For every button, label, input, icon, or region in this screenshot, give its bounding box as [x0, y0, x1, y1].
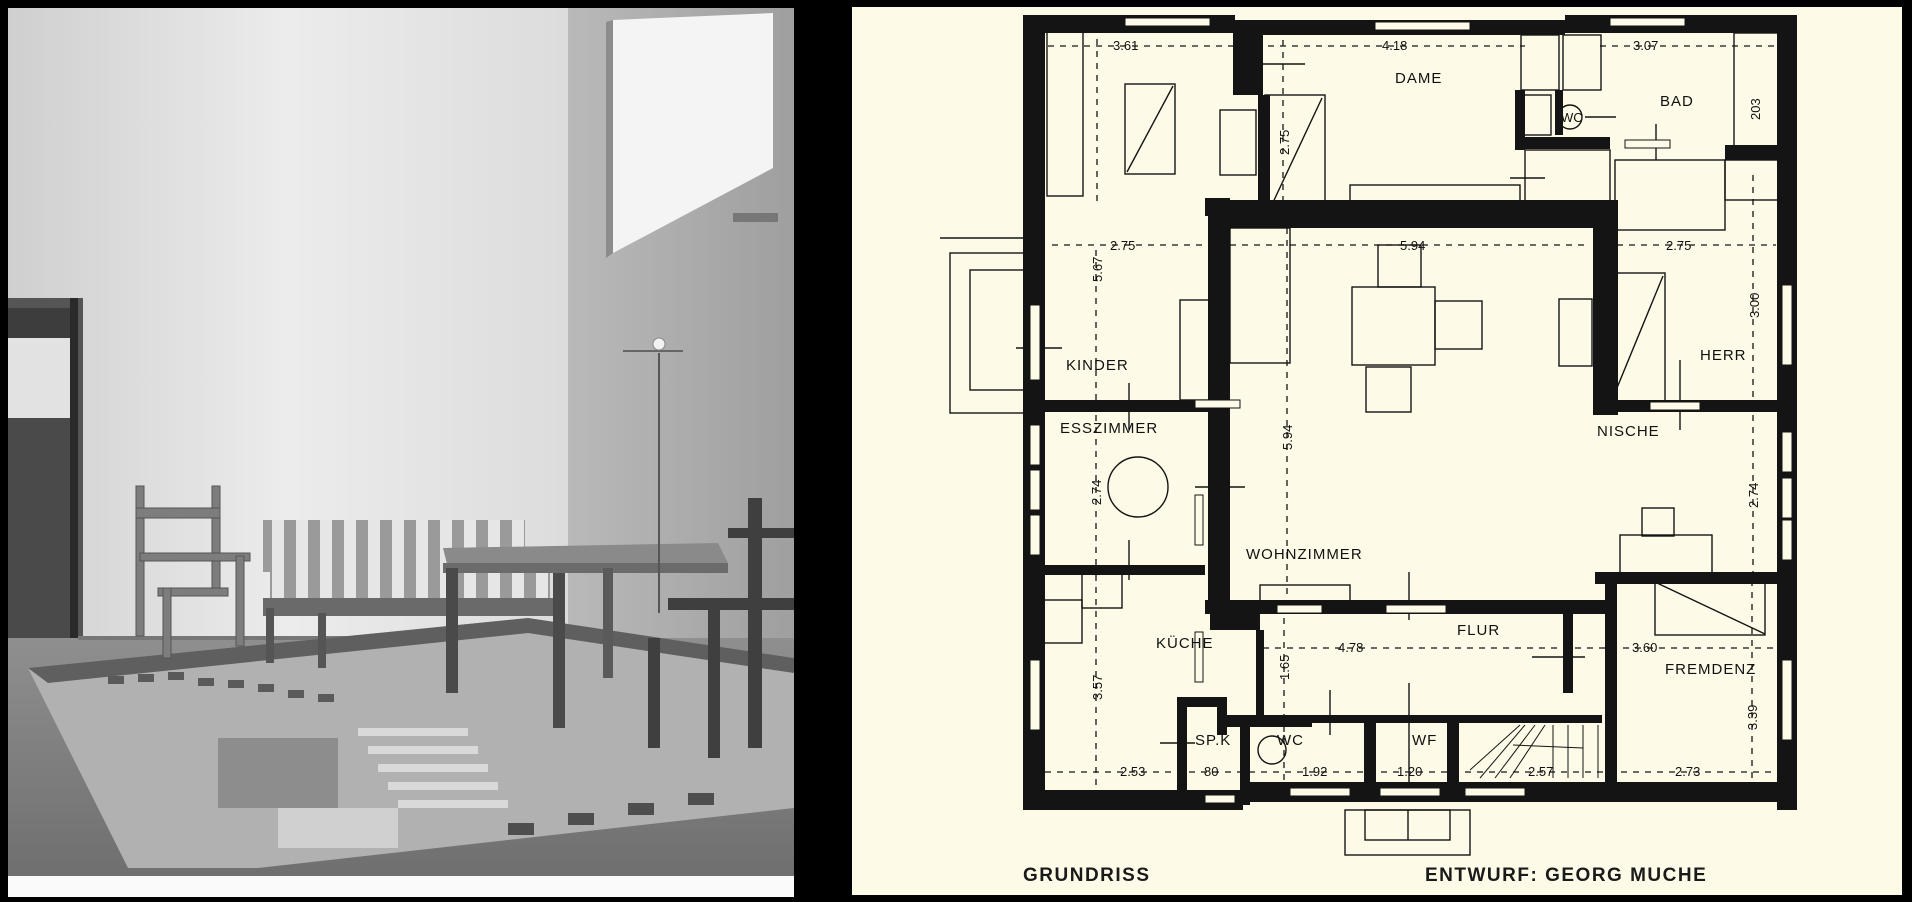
dim-kinder-width: 2.75	[1110, 238, 1135, 253]
dim-top-left: 3.61	[1113, 38, 1138, 53]
dim-dame-depth: 2.75	[1277, 130, 1292, 155]
dim-ess-depth: 2.74	[1089, 480, 1104, 505]
caption-grundriss: GRUNDRISS	[1023, 865, 1151, 886]
room-label-fremdenz: FREMDENZ	[1665, 661, 1756, 678]
room-label-bad: BAD	[1660, 93, 1694, 110]
room-label-dame: DAME	[1395, 70, 1442, 87]
dim-wohn-depth: 5.94	[1280, 425, 1295, 450]
dimension-lines	[1045, 27, 1785, 790]
windows	[1029, 17, 1793, 804]
interior-photo	[8, 8, 794, 876]
dim-bottom-1: 2.53	[1120, 764, 1145, 779]
dim-bad-width: 3.07	[1633, 38, 1658, 53]
dim-bottom-6: 2.73	[1675, 764, 1700, 779]
room-label-spk: SP.K	[1195, 732, 1231, 749]
room-label-kinder: KINDER	[1066, 357, 1129, 374]
room-label-herr: HERR	[1700, 347, 1747, 364]
dim-herr-depth: 3.00	[1747, 293, 1762, 318]
dim-flur-width: 4.78	[1338, 640, 1363, 655]
dim-fremd-width: 3.60	[1632, 640, 1657, 655]
interior-photo-drawing	[8, 8, 794, 876]
dim-wohn-width: 5.94	[1400, 238, 1425, 253]
dimension-values: 3.61 4.18 3.07 203 2.75 2.75 5.67 5.94 5…	[1089, 38, 1763, 779]
photo-bottom-margin	[8, 876, 794, 897]
dim-dame-width: 4.18	[1382, 38, 1407, 53]
dim-nische-depth: 2.74	[1746, 483, 1761, 508]
room-label-wohnzimmer: WOHNZIMMER	[1246, 546, 1363, 563]
room-label-wc-bottom: WC	[1277, 732, 1304, 749]
dim-flur-depth: 1.65	[1277, 655, 1292, 680]
dim-fremd-depth: 3.39	[1745, 705, 1760, 730]
dim-bottom-3: 1.92	[1302, 764, 1327, 779]
room-labels: DAME BAD WC KINDER HERR ESSZIMMER NISCHE…	[1060, 70, 1756, 749]
room-label-esszimmer: ESSZIMMER	[1060, 420, 1158, 437]
room-label-wc-top: WC	[1561, 110, 1583, 125]
dim-bottom-2: 80	[1204, 764, 1218, 779]
room-label-wf: WF	[1412, 732, 1437, 749]
caption-designer: ENTWURF: GEORG MUCHE	[1425, 865, 1708, 886]
dim-bad-tub: 203	[1748, 98, 1763, 120]
dim-bottom-5: 2.57	[1528, 764, 1553, 779]
room-label-nische: NISCHE	[1597, 423, 1660, 440]
dim-kueche-depth: 3.57	[1090, 675, 1105, 700]
dim-herr-width: 2.75	[1666, 238, 1691, 253]
room-label-flur: FLUR	[1457, 622, 1500, 639]
dim-bottom-4: 1.20	[1397, 764, 1422, 779]
plan-linework	[940, 30, 1781, 856]
room-label-kueche: KÜCHE	[1156, 634, 1214, 652]
dim-kinder-depth: 5.67	[1090, 257, 1105, 282]
